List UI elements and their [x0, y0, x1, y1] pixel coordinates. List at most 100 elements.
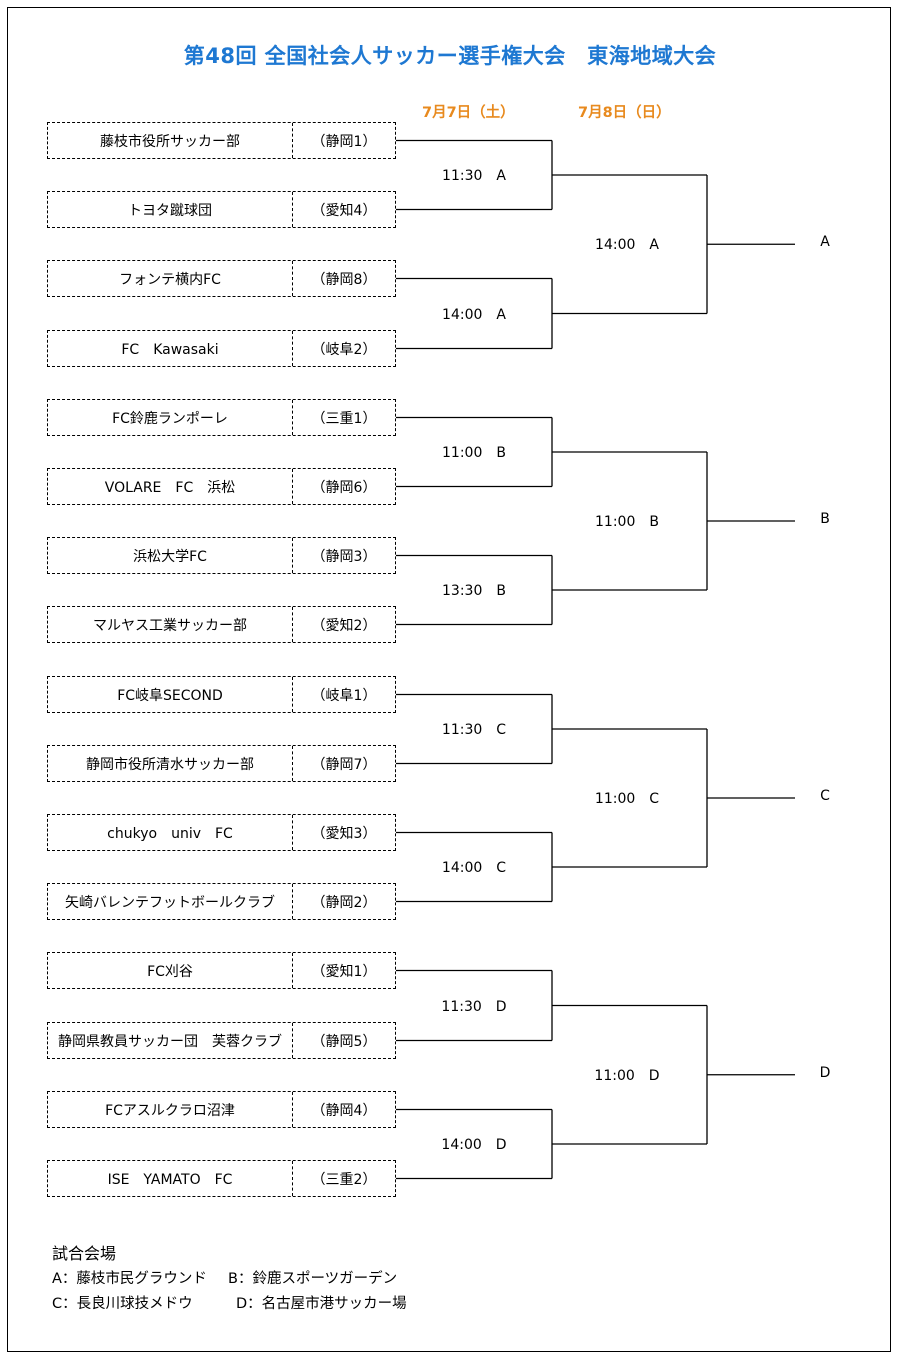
team-divider [292, 953, 293, 988]
team-entry: FC鈴鹿ランポーレ （三重1） [47, 399, 396, 436]
team-name: chukyo univ FC [107, 825, 233, 842]
team-divider [292, 884, 293, 919]
team-divider [292, 261, 293, 296]
team-seed: （静岡6） [311, 479, 377, 496]
round1-match-label: 14:00 C [399, 857, 549, 877]
team-seed: （静岡1） [311, 133, 377, 150]
match-venue: B [496, 583, 506, 599]
team-entry: FC岐阜SECOND （岐阜1） [47, 676, 396, 713]
venue-item-a: A：藤枝市民グラウンド [52, 1271, 207, 1287]
team-seed: （静岡4） [311, 1102, 377, 1119]
team-divider [292, 1161, 293, 1196]
team-entry: FC刈谷 （愛知1） [47, 952, 396, 989]
team-entry: chukyo univ FC （愛知3） [47, 814, 396, 851]
match-venue: B [496, 445, 506, 461]
team-name: フォンテ横内FC [119, 271, 221, 288]
team-name: FC Kawasaki [121, 341, 219, 358]
team-seed: （三重1） [311, 410, 377, 427]
team-seed: （静岡5） [311, 1033, 377, 1050]
match-time: 14:00 [442, 306, 483, 323]
team-divider [292, 815, 293, 850]
round1-match-label: 11:30 C [399, 719, 549, 739]
team-seed: （静岡7） [311, 756, 377, 773]
match-time: 14:00 [441, 1137, 482, 1153]
team-divider [292, 1023, 293, 1058]
match-time: 14:00 [595, 237, 636, 254]
team-entry: ISE YAMATO FC （三重2） [47, 1160, 396, 1197]
round1-match-label: 14:00 D [399, 1134, 549, 1154]
team-divider [292, 607, 293, 642]
team-divider [292, 331, 293, 366]
venue-item-d: D：名古屋市港サッカー場 [236, 1296, 407, 1312]
team-entry: VOLARE FC 浜松 （静岡6） [47, 468, 396, 505]
team-entry: FC Kawasaki （岐阜2） [47, 330, 396, 367]
round2-match-label: 11:00 C [552, 788, 702, 808]
round2-match-label: 14:00 A [552, 234, 702, 254]
team-seed: （愛知4） [311, 202, 377, 219]
match-time: 13:30 [442, 583, 483, 599]
zone-winner-label: B [820, 511, 830, 527]
team-entry: 静岡市役所清水サッカー部 （静岡7） [47, 745, 396, 782]
match-venue: A [496, 168, 506, 184]
match-venue: A [649, 237, 659, 254]
match-time: 11:00 [594, 791, 636, 807]
team-seed: （静岡3） [311, 548, 377, 565]
team-divider [292, 746, 293, 781]
match-time: 11:00 [594, 1067, 635, 1084]
zone-winner-label: C [820, 788, 830, 804]
match-time: 11:30 [441, 998, 482, 1015]
team-seed: （静岡2） [311, 894, 377, 911]
match-time: 11:30 [442, 168, 483, 184]
match-time: 11:00 [442, 445, 483, 461]
team-entry: 藤枝市役所サッカー部 （静岡1） [47, 122, 396, 159]
team-name: ISE YAMATO FC [107, 1171, 233, 1188]
team-entry: フォンテ横内FC（静岡8） [47, 260, 396, 297]
team-divider [292, 677, 293, 712]
venue-item-b: B：鈴鹿スポーツガーデン [228, 1271, 398, 1287]
venue-item-c: C：長良川球技メドウ [52, 1296, 193, 1312]
round1-match-label: 11:30 D [399, 996, 549, 1016]
round1-match-label: 13:30 B [399, 580, 549, 600]
round2-match-label: 11:00 B [552, 511, 702, 531]
match-venue: D [495, 1137, 507, 1153]
match-time: 14:00 [441, 860, 483, 876]
team-divider [292, 192, 293, 227]
zone-winner-label: D [819, 1064, 831, 1081]
venue-heading: 試合会場 [52, 1244, 117, 1263]
match-time: 11:30 [441, 722, 483, 738]
team-name: VOLARE FC 浜松 [104, 479, 236, 496]
team-seed: （岐阜2） [311, 341, 377, 358]
team-seed: （三重2） [311, 1171, 377, 1188]
team-entry: トヨタ蹴球団（愛知4） [47, 191, 396, 228]
team-divider [292, 538, 293, 573]
team-name: FC岐阜SECOND [117, 687, 223, 704]
team-seed: （岐阜1） [311, 687, 377, 704]
team-divider [292, 1092, 293, 1127]
team-name: 藤枝市役所サッカー部 [100, 133, 240, 150]
team-name: 静岡市役所清水サッカー部 [86, 756, 254, 773]
team-name: FC鈴鹿ランポーレ [112, 410, 228, 427]
team-name: マルヤス工業サッカー部 [93, 617, 247, 634]
team-entry: 浜松大学FC （静岡3） [47, 537, 396, 574]
match-venue: D [648, 1067, 660, 1084]
date-round2: 7月8日（日） [578, 105, 671, 121]
team-name: FCアスルクラロ沼津 [105, 1102, 235, 1119]
date-round1: 7月7日（土） [422, 105, 515, 121]
zone-winner-label: A [820, 234, 830, 251]
match-venue: C [649, 791, 660, 807]
team-name: 浜松大学FC [133, 548, 207, 565]
page-frame [7, 7, 891, 1352]
team-seed: （愛知2） [311, 617, 377, 634]
round2-match-label: 11:00 D [552, 1065, 702, 1085]
team-seed: （愛知1） [311, 963, 377, 980]
team-name: FC刈谷 [147, 963, 193, 980]
match-venue: B [649, 514, 659, 530]
match-time: 11:00 [595, 514, 636, 530]
round1-match-label: 11:00 B [399, 442, 549, 462]
round1-match-label: 14:00 A [399, 304, 549, 324]
team-entry: FCアスルクラロ沼津 （静岡4） [47, 1091, 396, 1128]
team-seed: （愛知3） [311, 825, 377, 842]
match-venue: D [495, 998, 507, 1015]
page-title: 第48回 全国社会人サッカー選手権大会 東海地域大会 [183, 44, 717, 68]
